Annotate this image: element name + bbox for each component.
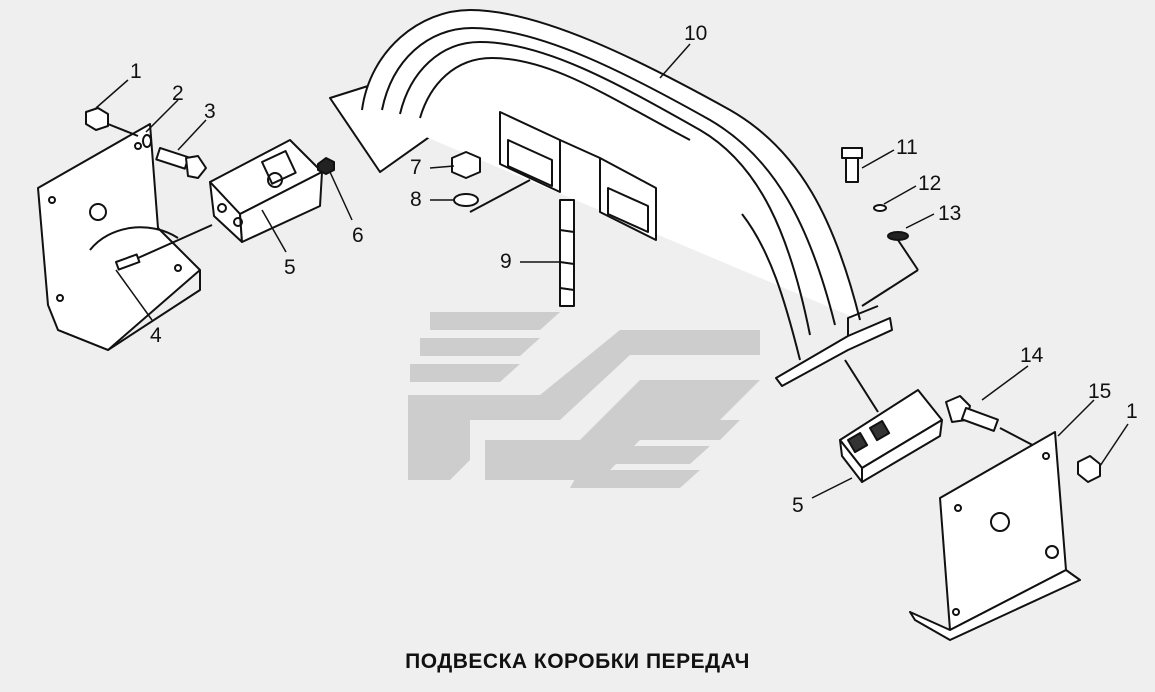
callout-12: 12 xyxy=(918,172,941,195)
nut-7 xyxy=(451,151,481,179)
washer-2 xyxy=(142,134,152,148)
callout-1-right: 1 xyxy=(1126,400,1138,423)
callout-1-left: 1 xyxy=(130,60,142,83)
callout-labels: 1 2 3 4 5 6 7 8 9 10 11 12 13 5 14 15 1 xyxy=(130,22,1138,517)
callout-13: 13 xyxy=(938,202,961,225)
callout-9: 9 xyxy=(500,250,512,273)
parts-lineart xyxy=(37,9,1129,641)
washer-8 xyxy=(453,193,479,207)
callout-5-left: 5 xyxy=(284,256,296,279)
callout-8: 8 xyxy=(410,188,422,211)
right-bracket-15 xyxy=(909,431,1081,641)
left-bracket xyxy=(37,123,201,351)
callout-15: 15 xyxy=(1088,380,1111,403)
nut-1-left xyxy=(85,107,139,137)
nut-1-right xyxy=(1077,455,1101,483)
callout-7: 7 xyxy=(410,156,422,179)
stud-9 xyxy=(559,199,575,307)
cushion-5-left xyxy=(209,139,323,243)
brand-logo-icon xyxy=(408,312,760,488)
callout-5-right: 5 xyxy=(792,494,804,517)
callout-11: 11 xyxy=(896,136,918,159)
callout-2: 2 xyxy=(172,82,184,105)
callout-3: 3 xyxy=(204,100,216,123)
stud-4 xyxy=(115,224,213,271)
cushion-5-right xyxy=(839,359,943,483)
callout-10: 10 xyxy=(684,22,707,45)
washer-12 xyxy=(873,204,887,212)
bolt-14 xyxy=(945,395,1043,451)
callout-6: 6 xyxy=(352,224,364,247)
callout-4: 4 xyxy=(150,324,162,347)
washer-13 xyxy=(887,231,909,241)
bolt-3 xyxy=(155,147,207,179)
leader-lines xyxy=(95,43,1129,499)
nut-6 xyxy=(317,157,335,175)
diagram-caption: ПОДВЕСКА КОРОБКИ ПЕРЕДАЧ xyxy=(405,650,750,673)
crossmember-10 xyxy=(329,9,893,387)
bolt-11 xyxy=(841,147,863,183)
callout-14: 14 xyxy=(1020,344,1044,367)
